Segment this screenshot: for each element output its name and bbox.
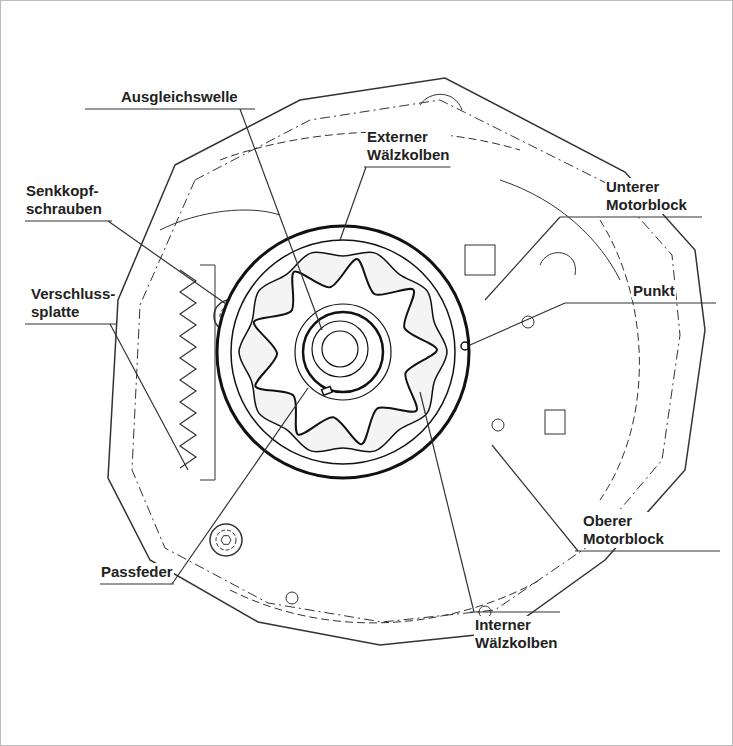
balance-shaft (322, 331, 358, 367)
part-label: Senkkopf- schrauben (25, 182, 103, 218)
label-underline (100, 583, 174, 584)
leader-line (240, 109, 322, 330)
gear-teeth (180, 270, 196, 468)
housing-edge (420, 94, 576, 275)
part-label: Interner Wälzkolben (474, 616, 559, 652)
label-underline (25, 323, 116, 324)
housing-outline (108, 78, 705, 645)
label-underline (575, 550, 720, 551)
part-label: Passfeder (100, 563, 174, 581)
external-rotor-ring (231, 240, 455, 464)
leader-line (470, 303, 565, 345)
balance-shaft (295, 304, 391, 400)
part-label: Ausgleichswelle (120, 88, 239, 106)
bore-hole (286, 592, 298, 604)
part-label: Punkt (632, 282, 676, 300)
label-underline (565, 302, 716, 303)
leader-line (108, 221, 226, 304)
external-rotor (217, 226, 469, 478)
balance-shaft (312, 321, 368, 377)
internal-rotor (254, 259, 437, 444)
part-label: Verschluss- splatte (30, 285, 116, 321)
hidden-edge (220, 132, 639, 623)
housing-block (465, 245, 495, 275)
countersunk-screw (210, 524, 242, 556)
marking-dot (461, 342, 469, 350)
closure-plate (200, 265, 215, 480)
hex-socket (221, 536, 231, 545)
balance-shaft (303, 312, 383, 392)
leader-line (420, 392, 474, 612)
leader-line (110, 324, 188, 470)
part-label: Oberer Motorblock (582, 512, 665, 548)
label-underline (364, 166, 451, 167)
leader-line (340, 167, 366, 240)
part-label: Externer Wälzkolben (366, 128, 451, 164)
leader-line (492, 445, 578, 551)
label-underline (25, 220, 112, 221)
label-underline (560, 216, 702, 217)
part-label: Unterer Motorblock (605, 178, 688, 214)
external-rotor-profile (239, 252, 447, 452)
housing-block (545, 410, 565, 434)
label-underline (85, 108, 255, 109)
leader-line (485, 217, 560, 300)
screw-head (216, 530, 236, 550)
leader-line (172, 388, 308, 584)
bore-hole (492, 419, 504, 431)
hidden-edge (132, 100, 680, 622)
label-underline (470, 611, 560, 612)
fitting-key (322, 387, 333, 396)
